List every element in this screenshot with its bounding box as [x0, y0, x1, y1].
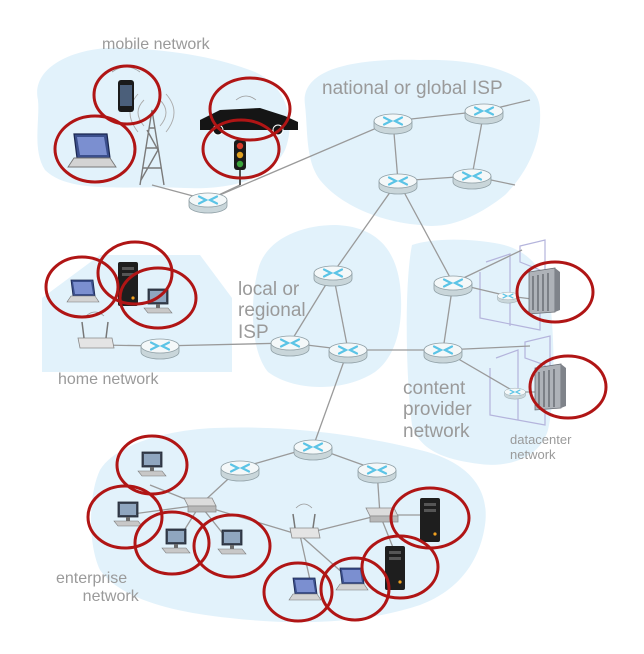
router-icon	[292, 438, 334, 462]
datacenter-network-label: datacenter network	[510, 432, 572, 462]
router-icon	[327, 341, 369, 365]
router-icon	[432, 274, 474, 298]
router-icon	[463, 102, 505, 126]
router-icon	[503, 387, 527, 400]
router-icon	[139, 337, 181, 361]
wifi-access-point-icon	[77, 311, 115, 349]
end-system-highlights	[44, 64, 608, 623]
router-icon	[377, 172, 419, 196]
national-isp-label: national or global ISP	[322, 78, 503, 99]
home-network-label: home network	[58, 371, 159, 388]
content-provider-label: content provider network	[403, 378, 472, 442]
desktop-computer-icon	[161, 528, 191, 554]
desktop-computer-icon	[217, 529, 247, 555]
router-icon	[496, 291, 520, 304]
router-icon	[422, 341, 464, 365]
enterprise-network-label: enterprise network	[56, 570, 139, 605]
smartphone-icon	[111, 66, 141, 112]
network-switch-icon	[183, 497, 217, 513]
desktop-computer-icon	[137, 451, 167, 477]
router-icon	[219, 459, 261, 483]
server-icon	[420, 498, 440, 542]
wifi-access-point-icon	[289, 503, 321, 539]
mobile-network-label: mobile network	[102, 36, 210, 53]
router-icon	[187, 191, 229, 215]
server-rack-icon	[528, 267, 561, 315]
router-icon	[356, 461, 398, 485]
cell-tower-icon	[129, 93, 175, 186]
local-isp-label: local or regional ISP	[238, 279, 306, 343]
router-icon	[451, 167, 493, 191]
desktop-computer-icon	[113, 501, 143, 527]
server-rack-icon	[534, 363, 567, 411]
router-icon	[312, 264, 354, 288]
router-icon	[372, 112, 414, 136]
